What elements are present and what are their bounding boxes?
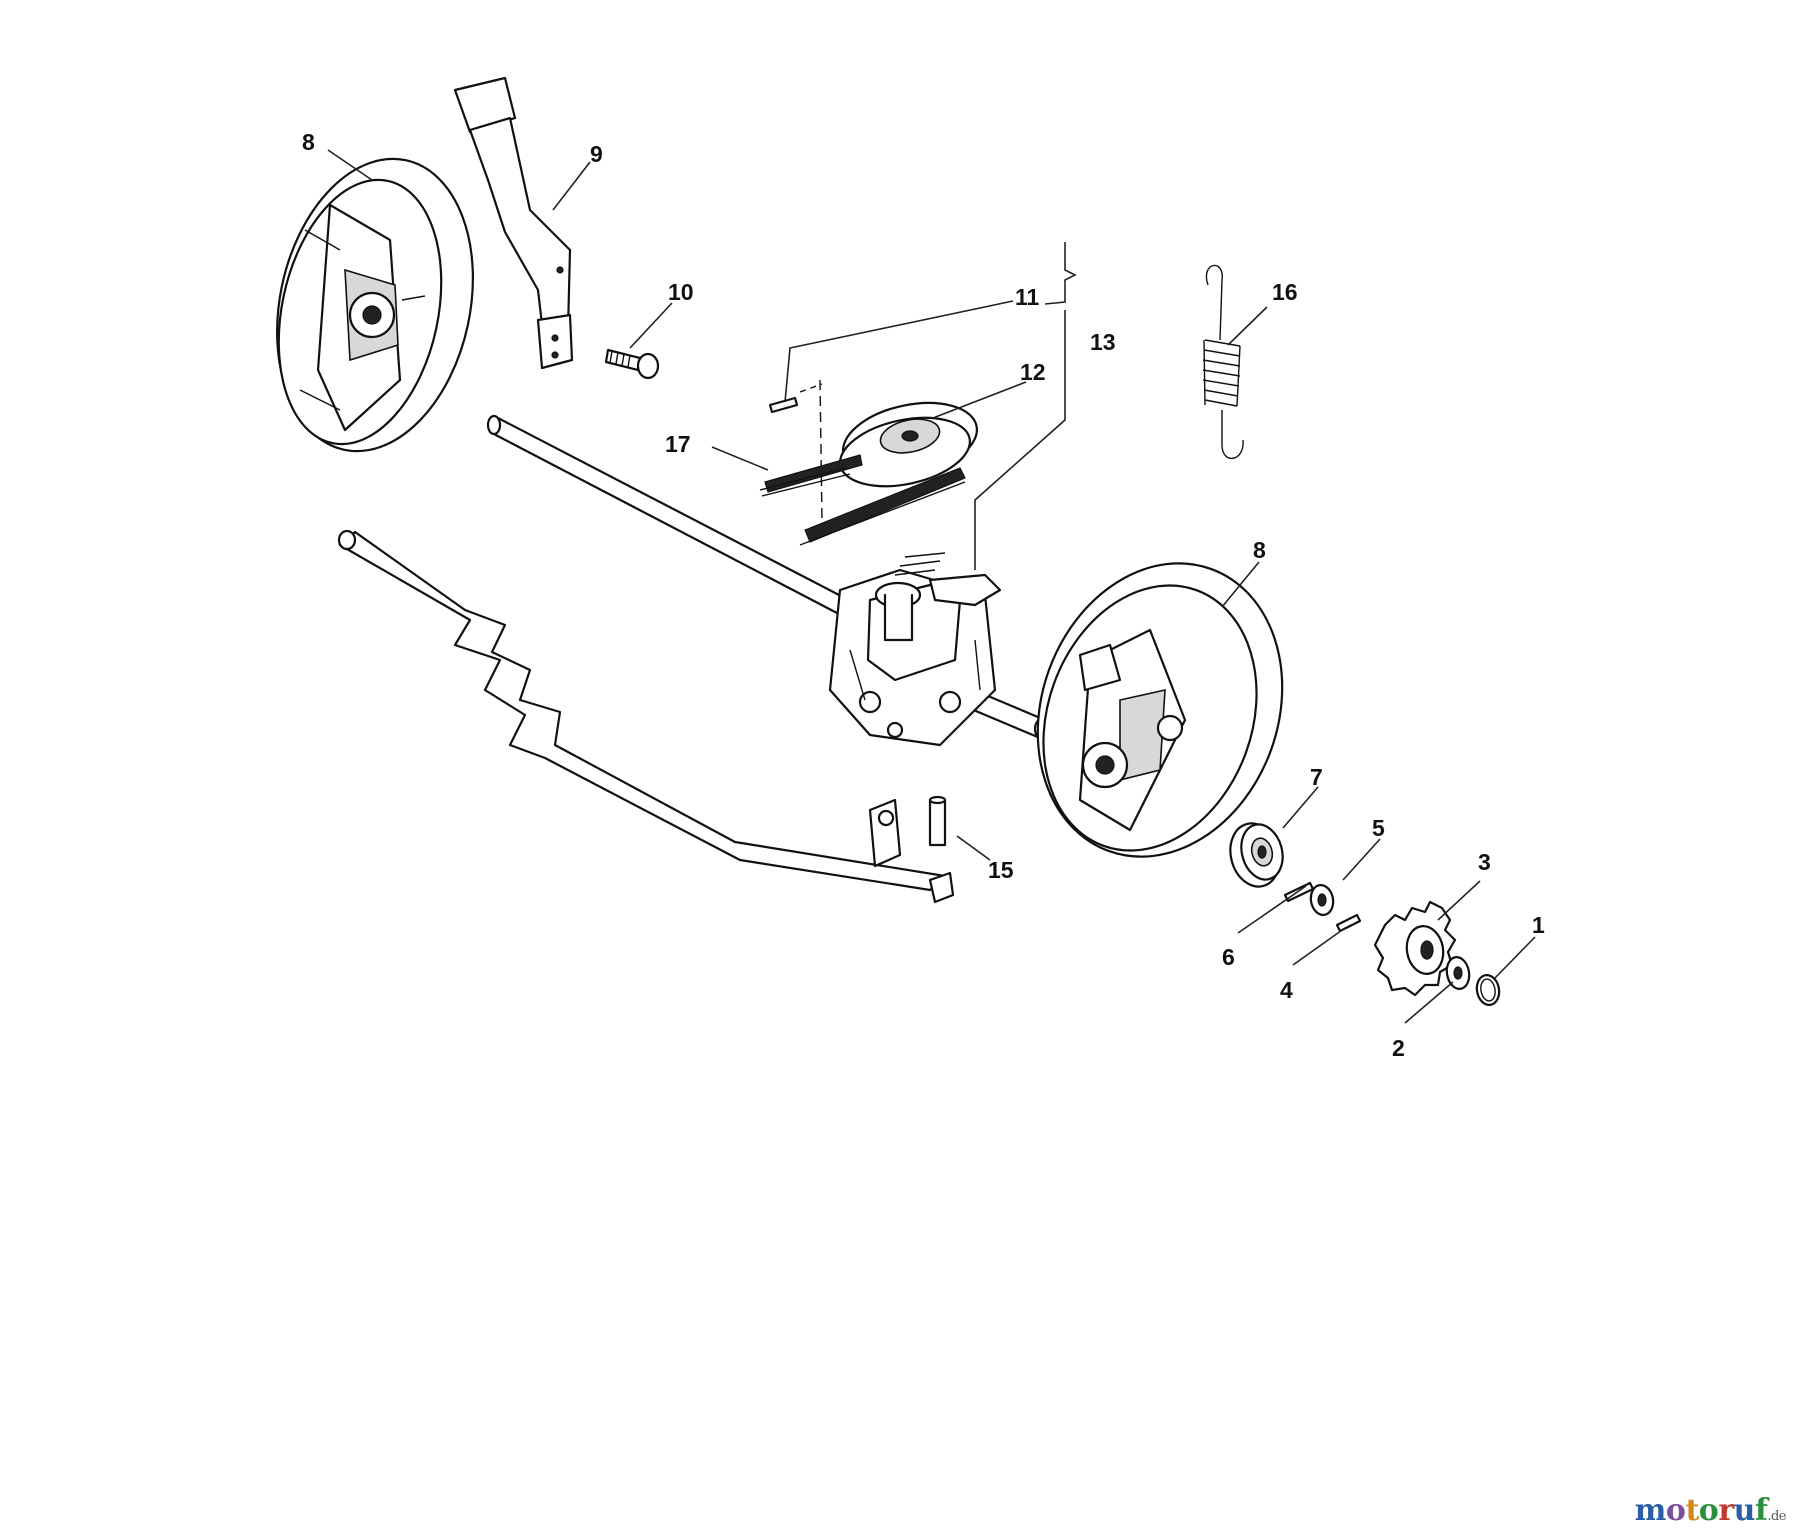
right-wheel xyxy=(1036,562,1284,858)
callout-13: 13 xyxy=(1090,329,1116,355)
callout-2: 2 xyxy=(1392,1035,1405,1061)
logo-letter: t xyxy=(1685,1493,1699,1528)
callout-3: 3 xyxy=(1478,849,1491,875)
callout-8-right: 8 xyxy=(1253,537,1266,563)
callout-10: 10 xyxy=(668,279,694,305)
pin xyxy=(768,379,823,521)
callout-12: 12 xyxy=(1020,359,1046,385)
height-adjust-bar xyxy=(337,529,955,904)
callout-11: 11 xyxy=(1015,284,1040,310)
motoruf-logo: motoruf.de xyxy=(1635,1493,1787,1528)
drive-lever xyxy=(453,76,574,370)
logo-letter: u xyxy=(1733,1493,1756,1528)
bearing xyxy=(1229,822,1284,888)
logo-letter: o xyxy=(1665,1493,1686,1528)
pulley-and-belt xyxy=(759,401,979,546)
logo-suffix: .de xyxy=(1767,1509,1786,1524)
gearbox xyxy=(828,552,1002,747)
key-4 xyxy=(1335,913,1362,933)
callout-17: 17 xyxy=(665,431,691,457)
logo-letter: r xyxy=(1718,1493,1734,1528)
logo-letter: f xyxy=(1754,1493,1768,1528)
circlip-1 xyxy=(1475,974,1501,1006)
left-wheel xyxy=(276,157,474,453)
callout-16: 16 xyxy=(1272,279,1298,305)
pin-15 xyxy=(928,795,947,847)
callout-labels: 8 9 10 11 13 12 17 16 8 7 5 3 1 6 4 2 15 xyxy=(302,129,1545,1061)
washer-5 xyxy=(1309,884,1335,916)
callout-7: 7 xyxy=(1310,764,1323,790)
logo-letter: m xyxy=(1634,1493,1667,1528)
logo-letters: motoruf xyxy=(1635,1493,1768,1528)
callout-4: 4 xyxy=(1280,977,1293,1003)
callout-8-left: 8 xyxy=(302,129,315,155)
callout-5: 5 xyxy=(1372,815,1385,841)
callout-1: 1 xyxy=(1532,912,1545,938)
spring xyxy=(1202,264,1244,460)
leader-lines xyxy=(327,149,1536,1024)
screw xyxy=(604,348,660,380)
gear xyxy=(1373,900,1457,997)
callout-6: 6 xyxy=(1222,944,1235,970)
logo-letter: o xyxy=(1698,1493,1719,1528)
callout-15: 15 xyxy=(988,857,1014,883)
callout-9: 9 xyxy=(590,141,603,167)
washer-2 xyxy=(1445,956,1471,990)
